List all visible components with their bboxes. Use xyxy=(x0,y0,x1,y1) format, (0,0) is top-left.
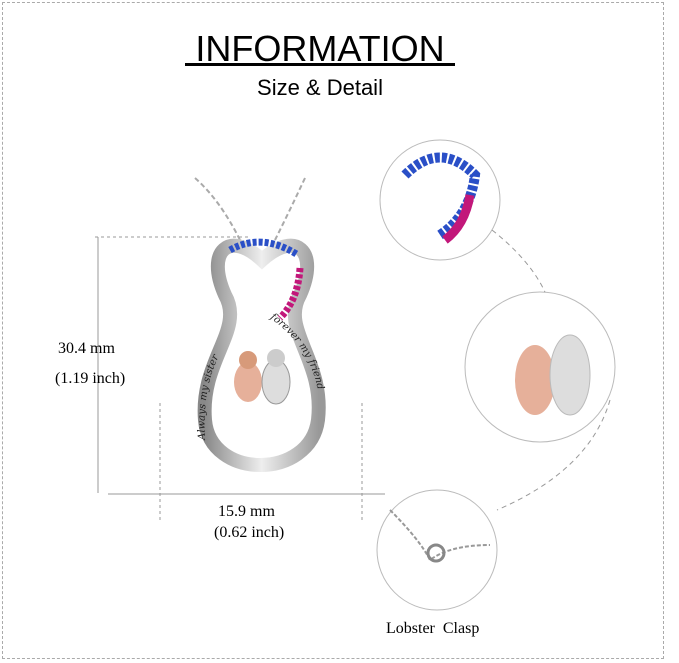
height-dimension-line xyxy=(95,236,250,493)
detail-circle-top xyxy=(379,139,501,261)
detail-circle-middle xyxy=(464,291,616,443)
page-title: INFORMATION xyxy=(195,28,445,69)
connector-lines xyxy=(491,229,611,511)
clasp-label: Lobster Clasp xyxy=(386,620,480,637)
dashed-frame xyxy=(2,2,664,659)
height-mm-label: 30.4 mm xyxy=(58,340,115,357)
title-underline xyxy=(185,63,455,66)
width-dimension-line xyxy=(108,403,385,520)
height-inch-label: (1.19 inch) xyxy=(55,370,126,387)
width-inch-label: (0.62 inch) xyxy=(214,524,285,541)
chain xyxy=(194,177,306,241)
infinity-pendant: Always my sister forever my friend xyxy=(197,238,326,472)
detail-circle-bottom xyxy=(376,489,498,611)
page-subtitle: Size & Detail xyxy=(257,75,383,100)
width-mm-label: 15.9 mm xyxy=(218,503,275,520)
